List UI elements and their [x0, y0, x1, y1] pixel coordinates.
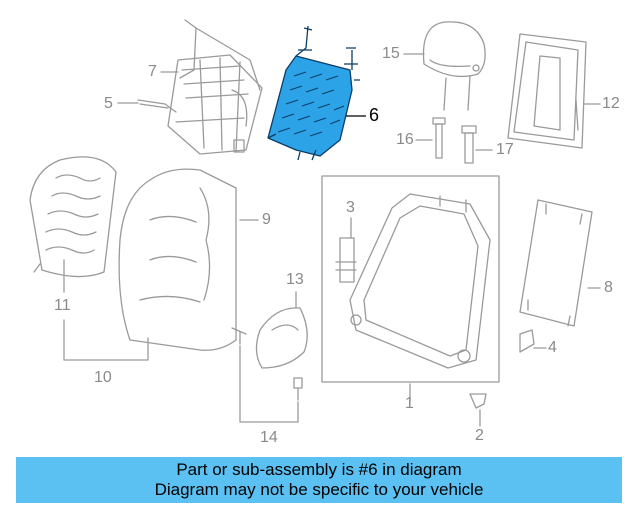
grommet-part2[interactable] [469, 393, 487, 409]
side-trim-part13[interactable] [255, 307, 308, 369]
leader-lines [63, 53, 601, 427]
bolt-part14a[interactable] [231, 327, 247, 345]
callout-5: 5 [104, 95, 113, 112]
back-board-part8[interactable] [519, 199, 593, 327]
banner-line-2: Diagram may not be specific to your vehi… [154, 480, 484, 499]
callout-8: 8 [604, 279, 613, 296]
callout-12: 12 [602, 95, 620, 112]
seatback-pad-part11[interactable] [29, 156, 117, 278]
callout-9: 9 [262, 211, 271, 228]
seatback-frame-part7[interactable] [167, 19, 263, 155]
clip-part4[interactable] [519, 329, 535, 353]
callout-10: 10 [94, 369, 112, 386]
callout-16: 16 [396, 131, 414, 148]
headrest-guide-part17[interactable] [461, 125, 477, 164]
seatback-cover-part9[interactable] [118, 168, 237, 351]
back-panel-part12[interactable] [507, 33, 587, 149]
recliner-part3[interactable] [335, 237, 357, 283]
callout-14: 14 [260, 429, 278, 446]
banner-line-1: Part or sub-assembly is #6 in diagram [176, 460, 462, 479]
callout-13: 13 [286, 271, 304, 288]
seatback-heater-part6[interactable] [267, 25, 360, 161]
lumbar-cable-part5[interactable] [137, 99, 177, 113]
callout-17: 17 [496, 141, 514, 158]
callout-6: 6 [369, 105, 380, 125]
frame-group-box [321, 175, 500, 383]
callout-4: 4 [548, 339, 557, 356]
headrest-guide-part16[interactable] [432, 117, 446, 159]
seatback-frame-part1[interactable] [349, 193, 491, 369]
callout-1: 1 [405, 395, 414, 412]
callout-11: 11 [54, 297, 71, 314]
callout-7: 7 [148, 63, 157, 80]
headrest-part15[interactable] [422, 21, 486, 111]
callout-3: 3 [346, 199, 355, 216]
bolt-part14b[interactable] [293, 377, 303, 401]
info-banner: Part or sub-assembly is #6 in diagram Di… [16, 457, 622, 503]
callout-2: 2 [475, 427, 484, 444]
parts-diagram [29, 19, 601, 427]
callout-15: 15 [382, 45, 400, 62]
